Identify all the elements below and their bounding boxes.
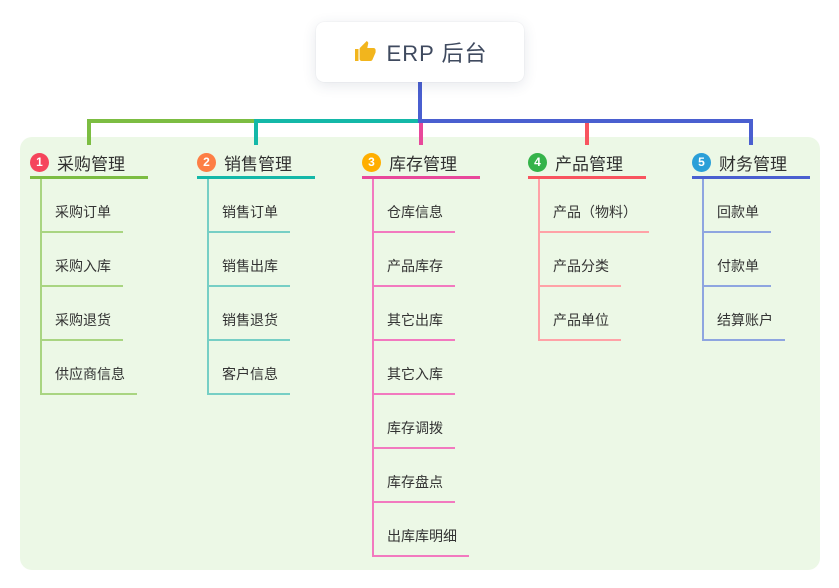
- connector-drop-branch-2: [254, 119, 258, 145]
- child-node-label[interactable]: 回款单: [702, 202, 771, 233]
- child-node: 采购入库: [40, 233, 137, 287]
- child-node: 产品分类: [538, 233, 649, 287]
- root-node[interactable]: ERP 后台: [316, 22, 524, 82]
- branch-children-4: 产品（物料） 产品分类产品单位: [538, 179, 649, 341]
- connector-horizontal-blue: [418, 119, 753, 123]
- child-node: 产品单位: [538, 287, 649, 341]
- child-node-label[interactable]: 产品（物料）: [538, 202, 649, 233]
- child-node-label[interactable]: 销售退货: [207, 310, 290, 341]
- branch-number-badge: 5: [692, 152, 711, 172]
- connector-horizontal-green: [87, 119, 258, 123]
- child-node: 仓库信息: [372, 179, 469, 233]
- thumbs-up-icon: [353, 40, 377, 64]
- connector-drop-branch-4: [585, 123, 589, 145]
- child-node-label[interactable]: 产品分类: [538, 256, 621, 287]
- child-node-label[interactable]: 销售订单: [207, 202, 290, 233]
- child-node: 客户信息: [207, 341, 290, 395]
- connector-root-vertical: [418, 82, 422, 121]
- child-node-label[interactable]: 产品库存: [372, 256, 455, 287]
- branch-children-2: 销售订单销售出库销售退货客户信息: [207, 179, 290, 395]
- branches-panel: [20, 137, 820, 570]
- branch-label: 库存管理: [389, 154, 457, 174]
- children-vertical-line: [207, 179, 209, 395]
- child-node: 产品（物料）: [538, 179, 649, 233]
- branch-children-1: 采购订单采购入库采购退货供应商信息: [40, 179, 137, 395]
- child-node-label[interactable]: 其它入库: [372, 364, 455, 395]
- child-node-label[interactable]: 采购退货: [40, 310, 123, 341]
- child-node: 结算账户: [702, 287, 785, 341]
- child-node: 销售订单: [207, 179, 290, 233]
- branch-number-badge: 3: [362, 152, 381, 172]
- branch-number-badge: 2: [197, 152, 216, 172]
- child-node: 付款单: [702, 233, 785, 287]
- branch-label: 产品管理: [555, 154, 623, 174]
- connector-drop-branch-5: [749, 119, 753, 145]
- child-node: 采购订单: [40, 179, 137, 233]
- branch-label: 财务管理: [719, 154, 787, 174]
- child-node-label[interactable]: 出库库明细: [372, 526, 469, 557]
- child-node: 产品库存: [372, 233, 469, 287]
- child-node-label[interactable]: 库存盘点: [372, 472, 455, 503]
- branch-node-5[interactable]: 5 财务管理: [692, 148, 810, 179]
- child-node-label[interactable]: 结算账户: [702, 310, 785, 341]
- children-vertical-line: [372, 179, 374, 557]
- branch-label: 采购管理: [57, 154, 125, 174]
- branch-node-2[interactable]: 2 销售管理: [197, 148, 315, 179]
- branch-number-badge: 1: [30, 152, 49, 172]
- branch-label: 销售管理: [224, 154, 292, 174]
- child-node-label[interactable]: 其它出库: [372, 310, 455, 341]
- connector-drop-branch-1: [87, 119, 91, 145]
- child-node-label[interactable]: 销售出库: [207, 256, 290, 287]
- child-node-label[interactable]: 客户信息: [207, 364, 290, 395]
- branch-node-3[interactable]: 3 库存管理: [362, 148, 480, 179]
- branch-number-badge: 4: [528, 152, 547, 172]
- child-node-label[interactable]: 采购入库: [40, 256, 123, 287]
- child-node: 供应商信息: [40, 341, 137, 395]
- child-node: 库存调拨: [372, 395, 469, 449]
- child-node: 回款单: [702, 179, 785, 233]
- connector-drop-branch-3: [419, 123, 423, 145]
- connector-horizontal-teal: [254, 119, 420, 123]
- branch-children-3: 仓库信息产品库存其它出库其它入库库存调拨库存盘点出库库明细: [372, 179, 469, 557]
- child-node: 采购退货: [40, 287, 137, 341]
- child-node: 其它入库: [372, 341, 469, 395]
- branch-node-1[interactable]: 1 采购管理: [30, 148, 148, 179]
- children-vertical-line: [702, 179, 704, 341]
- child-node: 销售出库: [207, 233, 290, 287]
- child-node: 出库库明细: [372, 503, 469, 557]
- child-node-label[interactable]: 采购订单: [40, 202, 123, 233]
- child-node-label[interactable]: 供应商信息: [40, 364, 137, 395]
- branch-node-4[interactable]: 4 产品管理: [528, 148, 646, 179]
- root-label: ERP 后台: [386, 41, 488, 66]
- child-node-label[interactable]: 产品单位: [538, 310, 621, 341]
- child-node: 其它出库: [372, 287, 469, 341]
- child-node: 库存盘点: [372, 449, 469, 503]
- child-node-label[interactable]: 仓库信息: [372, 202, 455, 233]
- child-node-label[interactable]: 库存调拨: [372, 418, 455, 449]
- child-node: 销售退货: [207, 287, 290, 341]
- branch-children-5: 回款单付款单结算账户: [702, 179, 785, 341]
- child-node-label[interactable]: 付款单: [702, 256, 771, 287]
- children-vertical-line: [40, 179, 42, 395]
- children-vertical-line: [538, 179, 540, 341]
